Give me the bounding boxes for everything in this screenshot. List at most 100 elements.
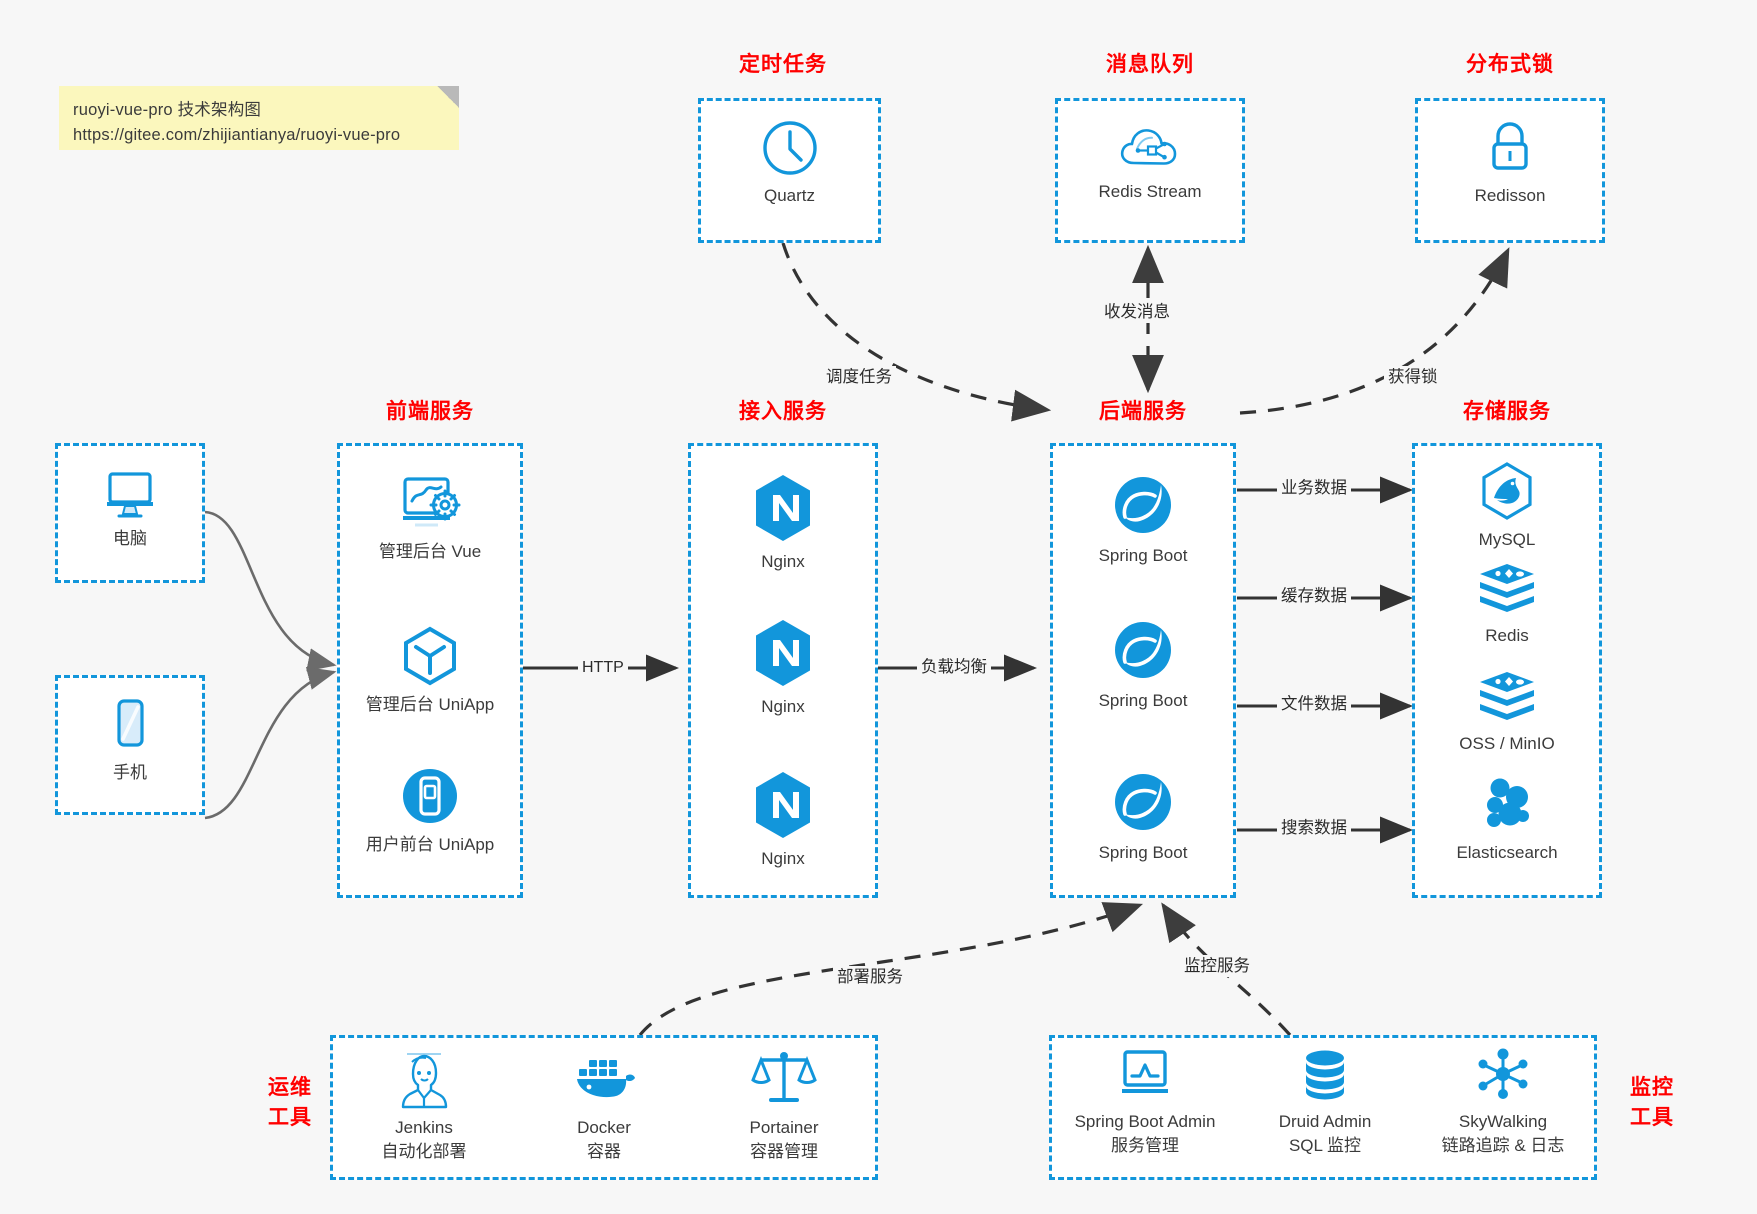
lock-icon	[1492, 122, 1528, 170]
group-title-devops-line2: 工具	[268, 1106, 312, 1129]
elasticsearch-icon	[1487, 778, 1529, 827]
clock-icon	[762, 121, 817, 175]
group-title-devops-line1: 运维	[268, 1076, 312, 1099]
node-sublabel: 链路追踪 & 日志	[1441, 1136, 1565, 1155]
node-mobile[interactable]: 手机	[55, 695, 205, 785]
group-title-message-queue: 消息队列	[1106, 53, 1194, 76]
node-docker[interactable]: Docker 容器	[516, 1046, 692, 1164]
edge-label-search-data: 搜索数据	[1277, 817, 1351, 839]
node-label: Elasticsearch	[1456, 843, 1558, 862]
spring-boot-icon	[1115, 774, 1171, 830]
node-label: 手机	[113, 763, 147, 782]
node-label: Spring Boot Admin	[1074, 1112, 1216, 1131]
node-label: Nginx	[761, 697, 805, 716]
node-label: Druid Admin	[1278, 1112, 1372, 1131]
node-admin-vue[interactable]: 管理后台 Vue	[337, 472, 523, 564]
node-nginx-2[interactable]: Nginx	[688, 617, 878, 719]
node-portainer[interactable]: Portainer 容器管理	[696, 1046, 872, 1164]
node-label: Redis Stream	[1098, 182, 1202, 201]
node-graph-icon	[1478, 1048, 1528, 1099]
node-spring-boot-admin[interactable]: Spring Boot Admin 服务管理	[1055, 1046, 1235, 1158]
edge-label-send-receive-message: 收发消息	[1100, 301, 1174, 323]
node-jenkins[interactable]: Jenkins 自动化部署	[336, 1046, 512, 1164]
edge-label-deploy-service: 部署服务	[833, 966, 907, 988]
group-title-monitor-line2: 工具	[1630, 1106, 1674, 1129]
nginx-icon	[756, 475, 810, 541]
node-label: 管理后台 UniApp	[365, 695, 495, 714]
node-spring-boot-1[interactable]: Spring Boot	[1050, 472, 1236, 568]
group-title-scheduled-task: 定时任务	[739, 53, 827, 76]
note-card: ruoyi-vue-pro 技术架构图 https://gitee.com/zh…	[59, 86, 459, 150]
note-fold-icon	[437, 86, 459, 108]
node-label: Redisson	[1474, 186, 1546, 205]
spring-boot-icon	[1115, 622, 1171, 678]
edge-label-monitor-service: 监控服务	[1180, 955, 1254, 977]
redis-icon	[1480, 564, 1534, 612]
node-label: 用户前台 UniApp	[365, 835, 495, 854]
node-redisson[interactable]: Redisson	[1415, 118, 1605, 208]
edge-label-cache-data: 缓存数据	[1277, 585, 1351, 607]
node-sublabel: 服务管理	[1111, 1136, 1179, 1155]
edge-label-acquire-lock: 获得锁	[1384, 366, 1442, 388]
scales-icon	[751, 1052, 817, 1102]
node-redis[interactable]: Redis	[1412, 560, 1602, 648]
note-line-1: ruoyi-vue-pro 技术架构图	[73, 101, 262, 119]
node-label: Spring Boot	[1098, 843, 1188, 862]
node-oss-minio[interactable]: OSS / MinIO	[1412, 668, 1602, 756]
node-label: Jenkins	[395, 1118, 453, 1137]
node-nginx-3[interactable]: Nginx	[688, 769, 878, 871]
node-spring-boot-3[interactable]: Spring Boot	[1050, 769, 1236, 865]
group-title-monitor-line1: 监控	[1630, 1076, 1674, 1099]
node-computer[interactable]: 电脑	[55, 465, 205, 551]
node-user-uniapp[interactable]: 用户前台 UniApp	[337, 765, 523, 857]
group-title-storage: 存储服务	[1463, 400, 1551, 423]
node-label: OSS / MinIO	[1459, 734, 1555, 753]
node-skywalking[interactable]: SkyWalking 链路追踪 & 日志	[1410, 1046, 1596, 1158]
node-nginx-1[interactable]: Nginx	[688, 472, 878, 574]
note-line-2: https://gitee.com/zhijiantianya/ruoyi-vu…	[73, 126, 401, 144]
edge-label-business-data: 业务数据	[1277, 477, 1351, 499]
spring-boot-icon	[1115, 477, 1171, 533]
docker-icon	[577, 1060, 635, 1098]
node-label: SkyWalking	[1458, 1112, 1548, 1131]
node-druid-admin[interactable]: Druid Admin SQL 监控	[1245, 1046, 1405, 1158]
node-mysql[interactable]: MySQL	[1412, 460, 1602, 552]
edge-label-file-data: 文件数据	[1277, 693, 1351, 715]
group-title-backend: 后端服务	[1099, 400, 1187, 423]
node-admin-uniapp[interactable]: 管理后台 UniApp	[337, 625, 523, 717]
group-title-distributed-lock: 分布式锁	[1466, 53, 1554, 76]
node-label: MySQL	[1478, 530, 1536, 549]
node-label: 管理后台 Vue	[378, 542, 482, 561]
node-label: Redis	[1485, 626, 1529, 645]
node-spring-boot-2[interactable]: Spring Boot	[1050, 617, 1236, 713]
nginx-icon	[756, 620, 810, 686]
group-title-monitor: 监控 工具	[1612, 1073, 1692, 1133]
redis-icon	[1480, 672, 1534, 720]
phone-icon	[117, 699, 144, 747]
node-elasticsearch[interactable]: Elasticsearch	[1412, 775, 1602, 865]
mobile-app-icon	[403, 769, 457, 823]
node-label: Nginx	[761, 552, 805, 571]
mysql-icon	[1482, 462, 1532, 520]
node-label: Spring Boot	[1098, 546, 1188, 565]
node-quartz[interactable]: Quartz	[698, 118, 881, 208]
node-label: Quartz	[763, 186, 816, 205]
jenkins-icon	[401, 1053, 448, 1109]
node-sublabel: 容器	[587, 1142, 621, 1161]
node-redis-stream[interactable]: Redis Stream	[1055, 122, 1245, 204]
group-title-frontend: 前端服务	[386, 400, 474, 423]
monitor-icon	[107, 472, 153, 518]
cloud-network-icon	[1120, 129, 1177, 165]
node-sublabel: SQL 监控	[1288, 1136, 1362, 1155]
node-label: Nginx	[761, 849, 805, 868]
monitor-chart-icon	[1122, 1050, 1168, 1093]
nginx-icon	[756, 772, 810, 838]
group-title-gateway: 接入服务	[739, 400, 827, 423]
database-icon	[1306, 1050, 1344, 1100]
edge-label-http: HTTP	[578, 657, 628, 679]
node-label: Docker	[577, 1118, 631, 1137]
group-box-distributed-lock	[1415, 98, 1605, 243]
edge-label-schedule-task: 调度任务	[822, 366, 896, 388]
group-box-message-queue	[1055, 98, 1245, 243]
node-label: Spring Boot	[1098, 691, 1188, 710]
